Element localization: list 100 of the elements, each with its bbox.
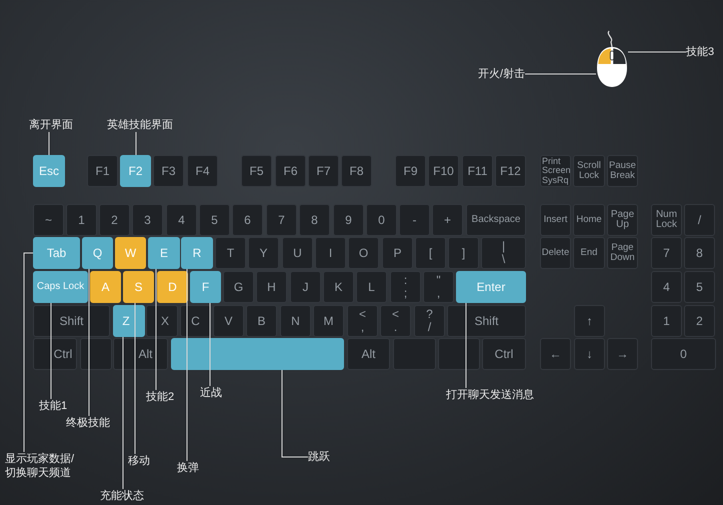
leader-line	[88, 268, 90, 416]
key: : ;	[390, 271, 421, 303]
key: F10	[428, 155, 459, 187]
key: 2	[684, 305, 715, 337]
callout-label: 开火/射击	[478, 67, 526, 81]
key: Pause Break	[607, 155, 638, 187]
key: 9	[333, 204, 364, 236]
key: F8	[341, 155, 372, 187]
key: +	[432, 204, 463, 236]
key: 5	[684, 271, 715, 303]
key: 1	[66, 204, 97, 236]
key: B	[246, 305, 277, 337]
callout-label: 显示玩家数据/切换聊天频道	[5, 452, 77, 480]
key: Insert	[540, 204, 571, 236]
key: 7	[266, 204, 297, 236]
key: Delete	[540, 237, 571, 269]
key: Caps Lock	[33, 271, 88, 303]
key: End	[573, 237, 605, 269]
key: T	[215, 237, 246, 269]
key: F11	[462, 155, 493, 187]
key: I	[315, 237, 346, 269]
key: 5	[199, 204, 230, 236]
key: S	[123, 271, 154, 303]
key: 7	[651, 237, 682, 269]
key	[438, 338, 480, 370]
key: -	[399, 204, 430, 236]
callout-label: 打开聊天发送消息	[446, 388, 534, 402]
callout-label: 技能1	[39, 399, 68, 413]
leader-line	[134, 302, 136, 454]
key: 4	[166, 204, 197, 236]
key: Tab	[33, 237, 80, 269]
key: Shift	[33, 305, 110, 337]
key: X	[146, 305, 178, 337]
key: F9	[395, 155, 426, 187]
key: Page Up	[607, 204, 638, 236]
mouse-icon	[596, 30, 628, 88]
key: < .	[380, 305, 411, 337]
key: O	[348, 237, 379, 269]
key: " ,	[423, 271, 454, 303]
key: Scroll Lock	[573, 155, 605, 187]
key: F	[190, 271, 221, 303]
key: C	[180, 305, 211, 337]
leader-line	[24, 252, 34, 452]
leader-line	[186, 268, 188, 462]
key: Num Lock	[651, 204, 682, 236]
key: Alt	[347, 338, 390, 370]
key: V	[213, 305, 244, 337]
key: ]	[448, 237, 479, 269]
callout-label: 移动	[128, 454, 150, 468]
key: Print Screen SysRq	[540, 155, 571, 187]
key: Enter	[456, 271, 526, 303]
key: 0	[651, 338, 716, 370]
callout-label: 英雄技能界面	[107, 118, 173, 132]
key: U	[282, 237, 313, 269]
key: Ctrl	[33, 338, 77, 370]
key: Shift	[447, 305, 526, 337]
key: ? /	[414, 305, 445, 337]
key: F3	[153, 155, 184, 187]
key: L	[356, 271, 387, 303]
key: ↑	[574, 305, 605, 337]
leader-line	[122, 336, 124, 490]
key: ↓	[574, 338, 605, 370]
key: 2	[99, 204, 130, 236]
key: M	[313, 305, 344, 337]
key: H	[256, 271, 287, 303]
key: Esc	[33, 155, 65, 187]
key: F1	[87, 155, 118, 187]
key: 6	[232, 204, 263, 236]
key: F2	[120, 155, 151, 187]
key: Y	[248, 237, 279, 269]
leader-line	[48, 132, 50, 156]
callout-label: 终极技能	[66, 416, 110, 430]
key: N	[280, 305, 311, 337]
key	[80, 338, 112, 370]
key: [	[415, 237, 446, 269]
key: F12	[495, 155, 526, 187]
callout-label: 技能2	[146, 390, 174, 404]
key: Alt	[113, 338, 168, 370]
callout-label: 离开界面	[29, 118, 73, 132]
key: 4	[651, 271, 682, 303]
key: D	[157, 271, 188, 303]
key: /	[684, 204, 715, 236]
key: P	[382, 237, 413, 269]
key: K	[323, 271, 354, 303]
key: F6	[275, 155, 306, 187]
key: F7	[308, 155, 339, 187]
key: Z	[113, 305, 145, 337]
callout-label: 技能3	[686, 45, 714, 59]
key: Ctrl	[482, 338, 526, 370]
callout-label: 近战	[200, 386, 222, 400]
key: R	[181, 237, 213, 269]
key: ←	[540, 338, 571, 370]
key: G	[223, 271, 254, 303]
key: F5	[241, 155, 272, 187]
key: E	[148, 237, 180, 269]
key: 0	[366, 204, 397, 236]
key	[393, 338, 436, 370]
key: ~	[33, 204, 64, 236]
key: Backspace	[466, 204, 526, 236]
key: | \	[481, 237, 526, 269]
